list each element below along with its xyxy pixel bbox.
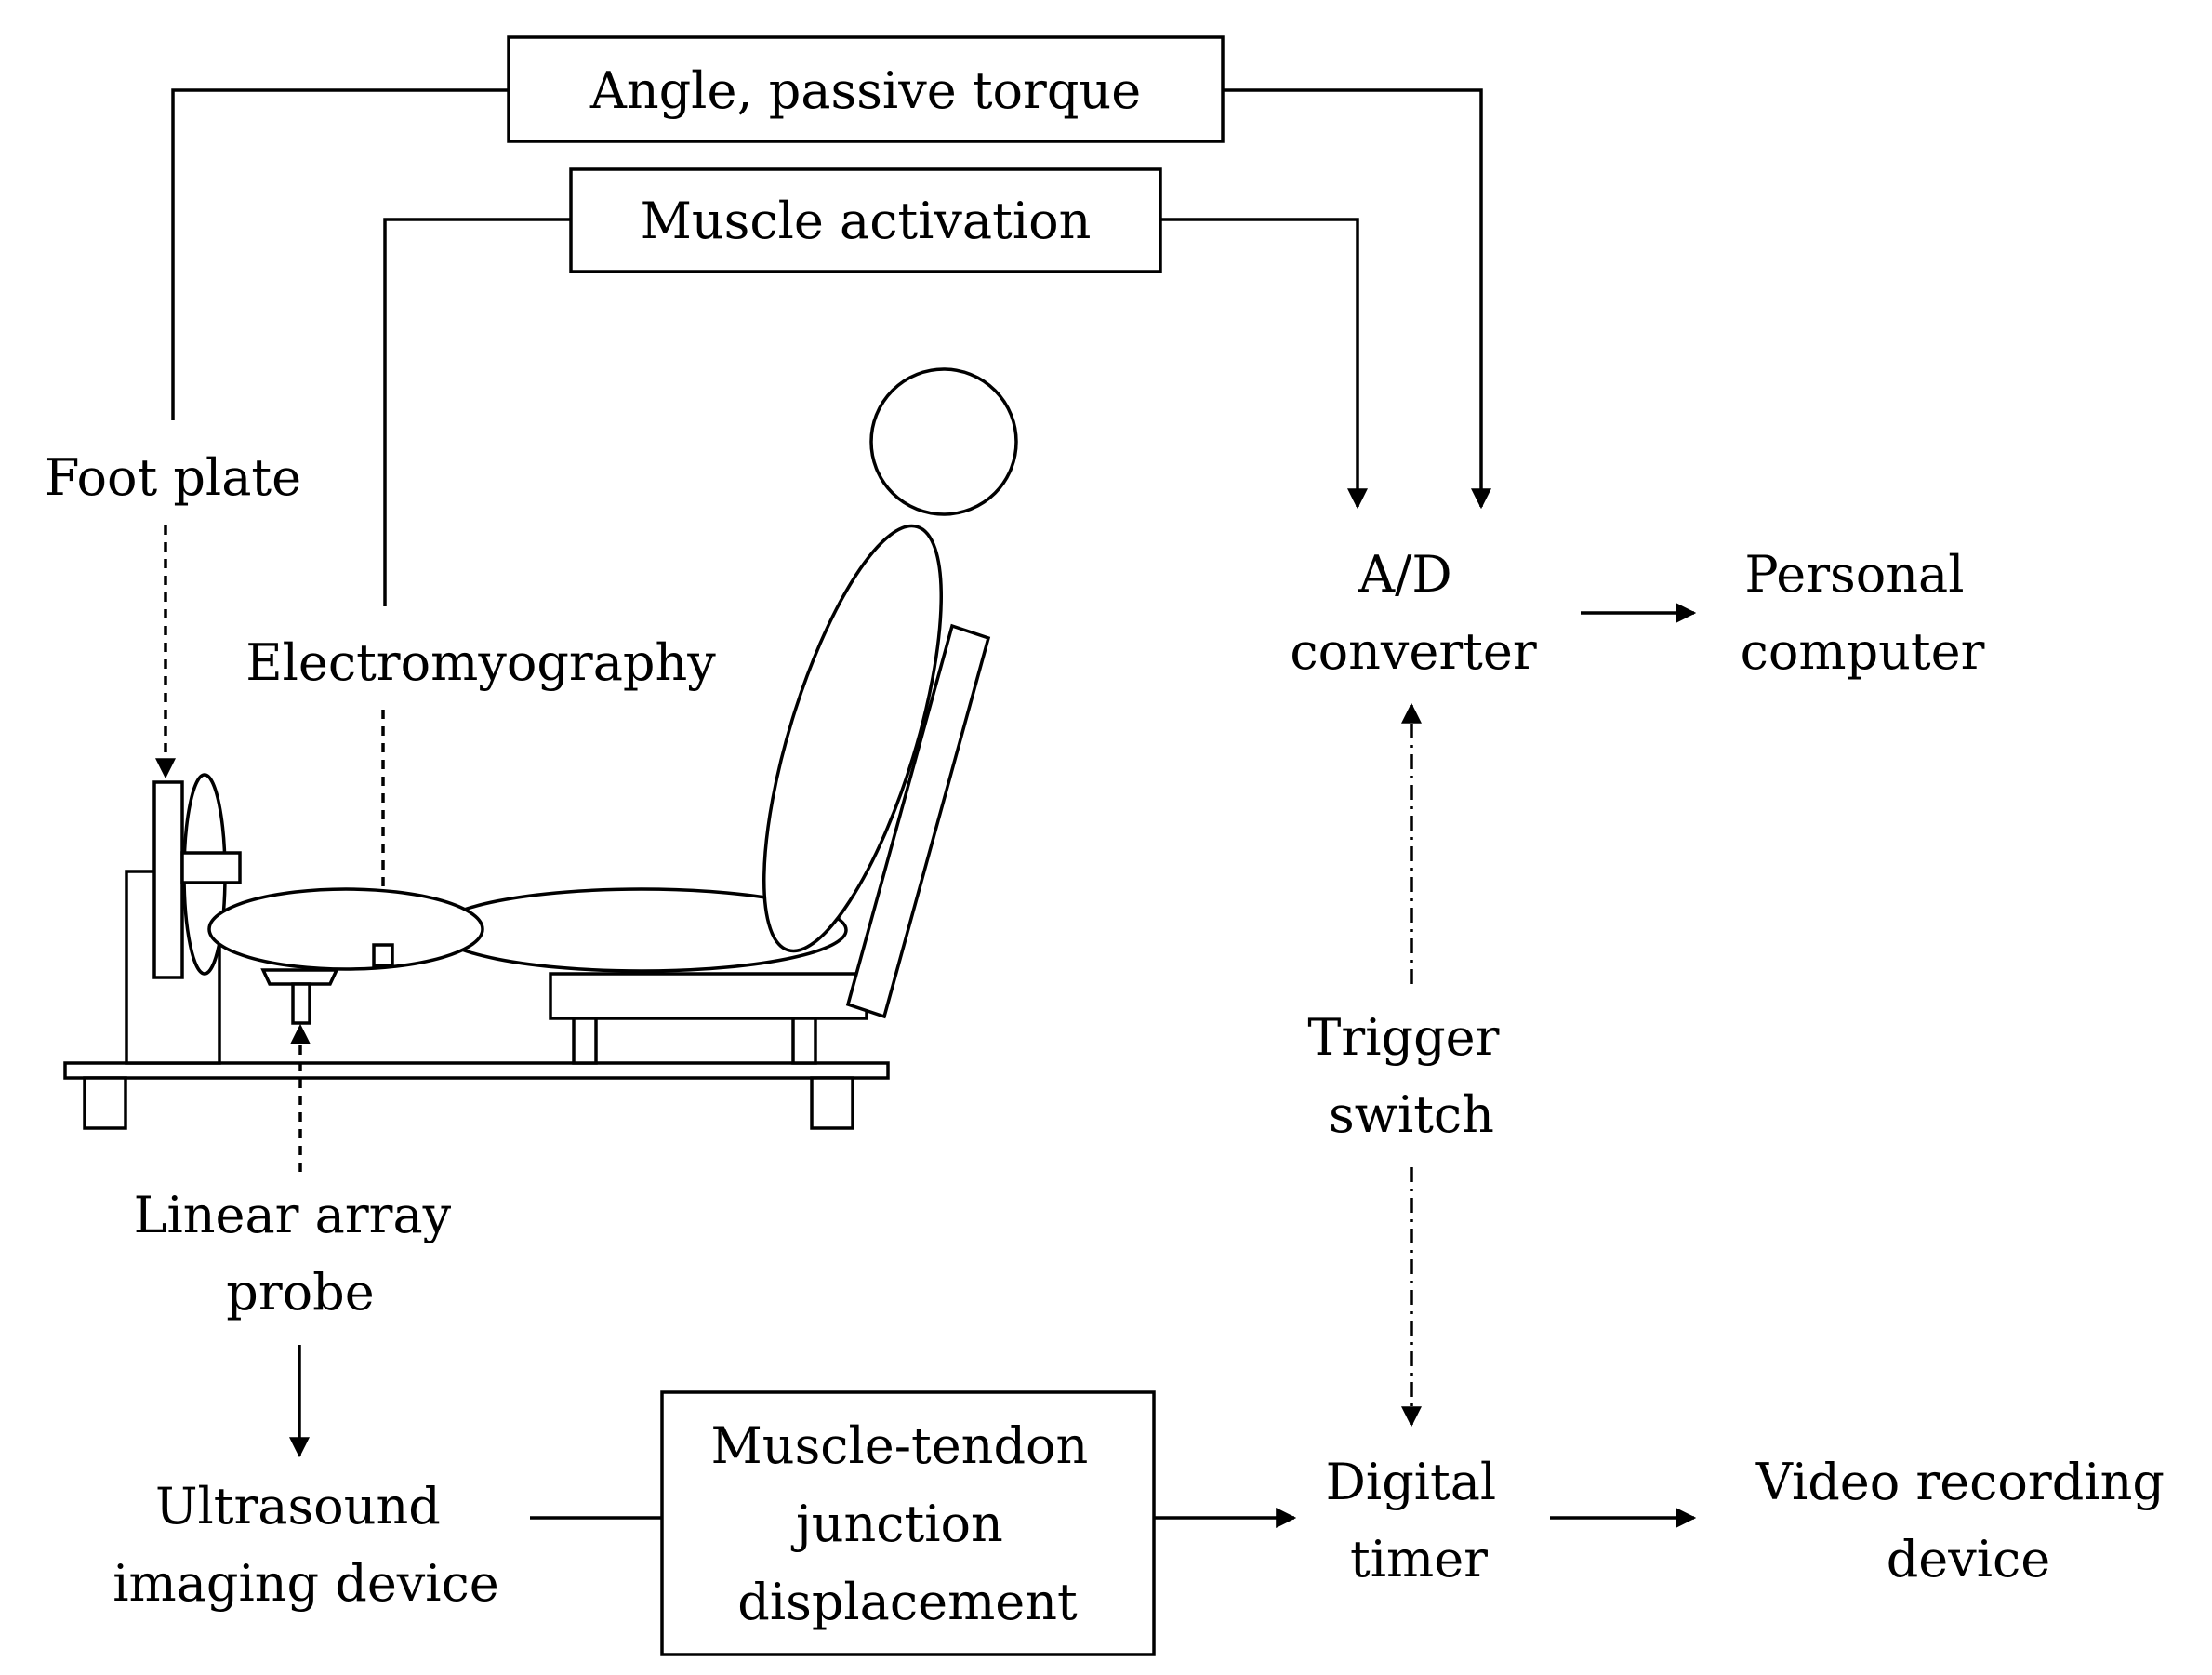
- muscle-activation-to-ad-arrow: [1160, 218, 1368, 510]
- footplate-arm: [180, 851, 242, 884]
- chair-leg-left: [572, 1017, 598, 1065]
- muscle-activation-label: Muscle activation: [641, 192, 1092, 250]
- chair-leg-right: [791, 1017, 817, 1065]
- digital-timer-label: Digital timer: [1326, 1453, 1513, 1589]
- chair-seat: [549, 972, 868, 1020]
- mtj-displacement-box: [660, 1390, 1156, 1656]
- head: [869, 367, 1018, 516]
- trigger-switch-label: Trigger switch: [1307, 1008, 1515, 1144]
- ad-converter-label: A/D converter: [1290, 545, 1536, 681]
- ultrasound-device-label: Ultrasound imaging device: [113, 1477, 499, 1613]
- apparatus-illustration: [63, 367, 1018, 1130]
- torso: [762, 524, 943, 953]
- base-leg-left: [83, 1076, 127, 1130]
- muscle-activation-line: [383, 218, 571, 606]
- linear-array-probe-label: Linear array probe: [134, 1186, 468, 1322]
- foot-plate: [152, 780, 184, 979]
- foot-plate-label: Foot plate: [45, 448, 301, 507]
- angle-torque-box: [507, 35, 1225, 143]
- angle-torque-line: [171, 88, 509, 420]
- personal-computer-label: Personal computer: [1741, 545, 1985, 681]
- ultrasound-probe-stem: [291, 982, 311, 1025]
- base-leg-right: [810, 1076, 854, 1130]
- base-platform: [63, 1061, 890, 1080]
- shank: [207, 887, 484, 971]
- mtj-displacement-label: Muscle-tendon junction displacement: [711, 1416, 1105, 1631]
- ultrasound-probe-head: [260, 968, 339, 986]
- angle-torque-label: Angle, passive torque: [589, 61, 1141, 120]
- chair-backrest: [845, 623, 991, 1019]
- angle-torque-to-ad-arrow: [1223, 88, 1491, 510]
- video-recording-label: Video recording device: [1755, 1453, 2180, 1589]
- emg-electrode: [372, 943, 394, 967]
- electromyography-label: Electromyography: [245, 633, 716, 692]
- muscle-activation-box: [569, 167, 1162, 273]
